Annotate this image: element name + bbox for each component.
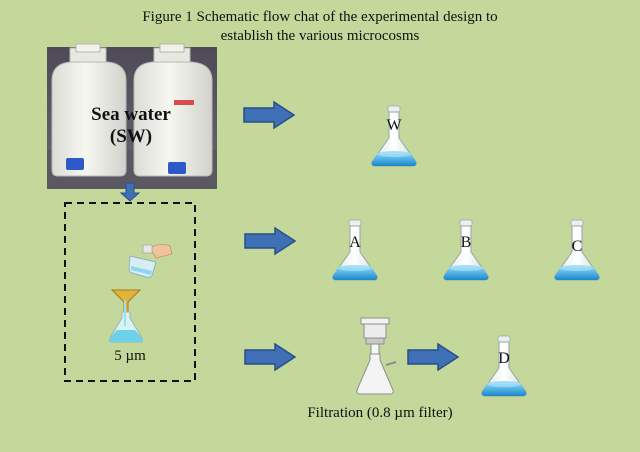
prefilter-box bbox=[64, 202, 196, 382]
seawater-label-line-2: (SW) bbox=[109, 126, 153, 147]
seawater-photo bbox=[47, 43, 217, 189]
funnel-flask-icon bbox=[108, 289, 144, 343]
flask-w-label: W bbox=[386, 117, 402, 134]
prefilter-pore-label: 5 µm bbox=[114, 348, 146, 364]
pouring-beaker-icon bbox=[128, 244, 173, 278]
flask-c-label: C bbox=[571, 238, 583, 255]
flask-d-label: D bbox=[498, 350, 510, 367]
filtration-apparatus-icon bbox=[356, 317, 397, 395]
flask-w bbox=[371, 105, 417, 167]
figure-title-line-2: establish the various microcosms bbox=[220, 28, 420, 44]
arrow-to-filtration bbox=[244, 343, 296, 371]
figure-title-line-1: Figure 1 Schematic flow chat of the expe… bbox=[142, 9, 498, 25]
arrow-to-flask-d bbox=[407, 343, 459, 371]
arrow-to-flask-w bbox=[243, 101, 295, 129]
figure-title: Figure 1 Schematic flow chat of the expe… bbox=[0, 8, 640, 46]
arrow-to-flasks-abc bbox=[244, 227, 296, 255]
arrow-down bbox=[119, 182, 141, 202]
seawater-label-line-1: Sea water bbox=[91, 104, 171, 125]
flask-a-label: A bbox=[349, 234, 361, 251]
seawater-label: Sea water (SW) bbox=[76, 104, 186, 148]
flask-b-label: B bbox=[460, 234, 472, 251]
filtration-label: Filtration (0.8 µm filter) bbox=[307, 405, 453, 421]
